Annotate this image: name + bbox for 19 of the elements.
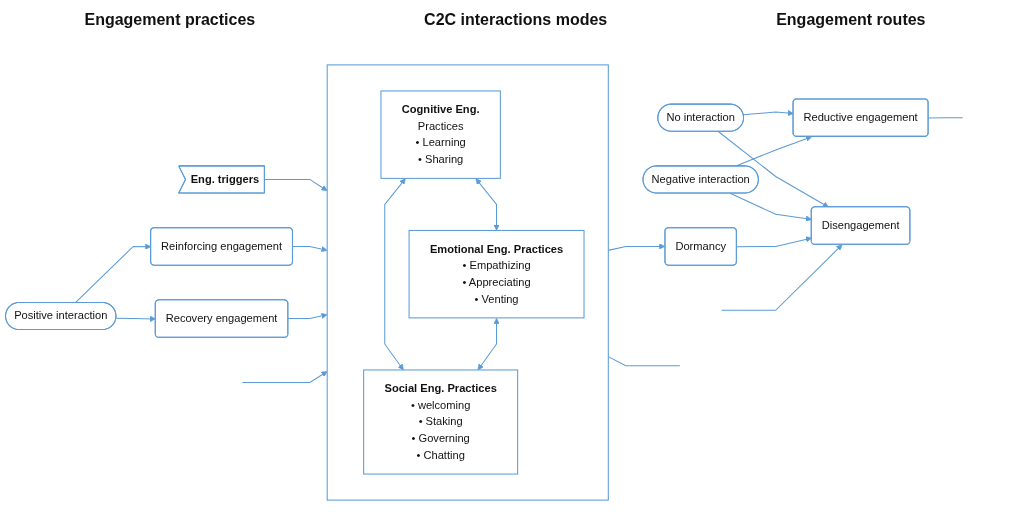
- node-box: Emotional Eng. Practices • Empathizing • Appreciating • Venting: [408, 229, 585, 319]
- arrow: [263, 178, 328, 192]
- arrow: [241, 371, 328, 383]
- arrow: [721, 244, 843, 311]
- arrow: [287, 312, 328, 320]
- arrow: [717, 131, 829, 208]
- node-box: Social Eng. Practices • welcoming • Staking • Governing • Chatting: [363, 369, 519, 475]
- arrow: [384, 178, 406, 371]
- arrow: [743, 110, 794, 117]
- arrow: [475, 178, 500, 231]
- arrow: [729, 192, 812, 222]
- column-heading: Engagement routes: [776, 11, 926, 29]
- cluster: [326, 64, 609, 501]
- node-box: Cognitive Eng. Practices • Learning • Sharing: [380, 90, 501, 179]
- arrow: [115, 315, 156, 322]
- column-heading: C2C interactions modes: [424, 11, 608, 29]
- arrow: [736, 236, 812, 248]
- column-heading: Engagement practices: [84, 11, 256, 29]
- arrow: [477, 317, 500, 371]
